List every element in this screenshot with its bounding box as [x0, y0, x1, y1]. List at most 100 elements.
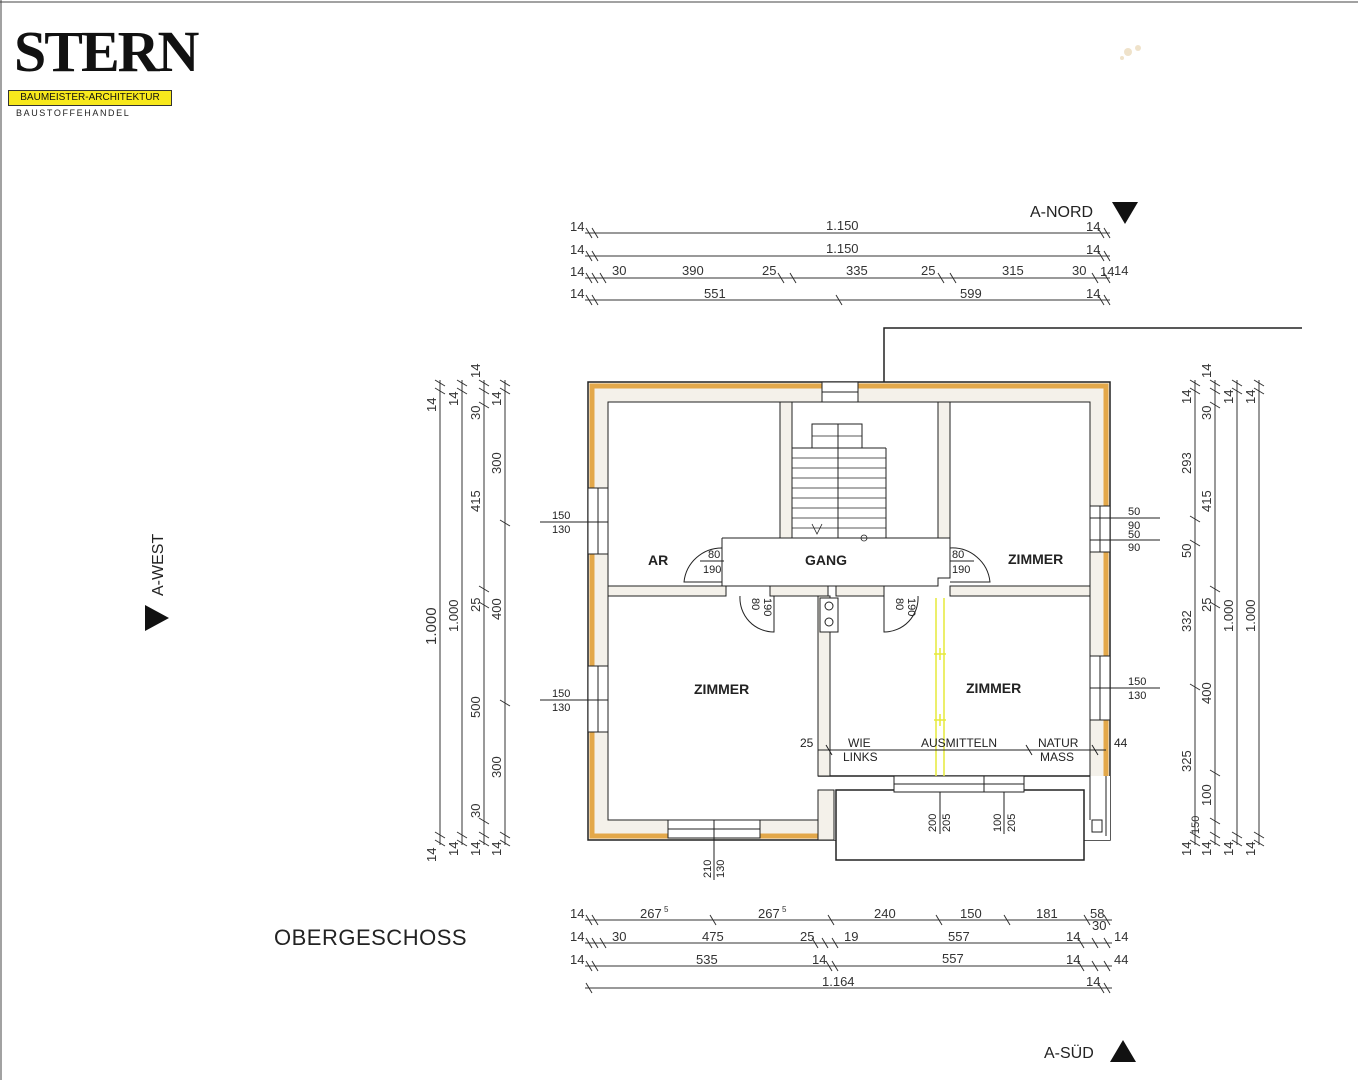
dim-top-3-i: 14 — [1100, 264, 1114, 279]
dim-top-3-c: 390 — [682, 263, 704, 278]
dimension-label: 14 — [489, 392, 504, 406]
dimension-label: 150 — [960, 906, 982, 921]
dim-top-4-d: 14 — [1086, 286, 1100, 301]
dimension-label: 400 — [1199, 682, 1214, 704]
dimension-label: 14 — [812, 952, 826, 967]
company-logo: STERN BAUMEISTER-ARCHITEKTUR BAUSTOFFEHA… — [8, 12, 199, 122]
dimension-label: 90 — [1128, 542, 1140, 554]
dimension-label: 100 — [992, 814, 1004, 832]
dim-top-1-a: 14 — [570, 219, 584, 234]
yellow-marker — [934, 598, 946, 776]
dimension-label: 14 — [446, 392, 461, 406]
dimension-label: 190 — [905, 598, 917, 616]
dimension-label: 14 — [1199, 842, 1214, 856]
chimney — [819, 597, 839, 633]
dimension-label: 100 — [1199, 784, 1214, 806]
dimension-label: 1.000 — [1243, 599, 1258, 632]
dim-top-3-f: 25 — [921, 263, 935, 278]
dim-top-1-c: 14 — [1086, 219, 1100, 234]
right-dimension-labels: 14 293 50 332 325 14 14 30 415 25 400 10… — [1179, 364, 1258, 856]
left-dimension-labels: 14 1.000 14 14 1.000 14 14 30 415 25 500… — [423, 364, 504, 862]
room-zimmer-sw: ZIMMER — [694, 681, 749, 697]
dimension-label: 400 — [489, 598, 504, 620]
west-arrow-icon — [145, 605, 169, 631]
dimension-label: 130 — [1128, 690, 1146, 702]
dimension-label: 300 — [489, 756, 504, 778]
south-arrow-icon — [1110, 1040, 1136, 1062]
dimension-label: 14 — [1221, 842, 1236, 856]
dim-top-2-b: 1.150 — [826, 241, 859, 256]
dimension-label: 325 — [1179, 750, 1194, 772]
building-outline — [587, 381, 1111, 841]
measurement-note: 25 WIE LINKS AUSMITTELN NATUR MASS 44 — [800, 736, 1128, 764]
dimension-label: 1.000 — [423, 607, 440, 645]
north-label: A-NORD — [1030, 204, 1093, 221]
dimension-label: 30 — [468, 406, 483, 420]
dimension-label: 80 — [952, 549, 964, 561]
dimension-label: 415 — [1199, 490, 1214, 512]
dimension-label: LINKS — [843, 750, 878, 764]
dim-top-2-c: 14 — [1086, 242, 1100, 257]
dimension-label: 30 — [468, 804, 483, 818]
dimension-label: 415 — [468, 490, 483, 512]
dimension-label: 14 — [1221, 390, 1236, 404]
room-ar: AR — [648, 552, 668, 568]
door-ar — [683, 547, 723, 583]
dimension-label: 14 — [424, 398, 439, 412]
stair-steps — [792, 435, 886, 542]
dimension-label: 240 — [874, 906, 896, 921]
dimension-label: 190 — [952, 564, 970, 576]
dimension-label: 475 — [702, 929, 724, 944]
dimension-label: 14 — [570, 952, 584, 967]
doors — [683, 547, 991, 633]
dimension-label: 200 — [927, 814, 939, 832]
dimension-label: 500 — [468, 696, 483, 718]
dimension-label: 300 — [489, 452, 504, 474]
dimension-label: 50 — [1128, 506, 1140, 518]
dimension-label: 205 — [941, 814, 953, 832]
dimension-label: 130 — [552, 702, 570, 714]
dimension-label: 14 — [1199, 364, 1214, 378]
room-labels: AR GANG ZIMMER ZIMMER ZIMMER — [648, 551, 1063, 697]
left-dimensions — [434, 379, 511, 847]
dimension-label: 14 — [1066, 952, 1080, 967]
dimension-label: 14 — [468, 842, 483, 856]
room-zimmer-ne: ZIMMER — [1008, 551, 1063, 567]
dimension-label: 19 — [844, 929, 858, 944]
right-dimensions — [1189, 379, 1265, 847]
door-zimmer-sw — [739, 595, 775, 633]
dimension-label: 14 — [1243, 842, 1258, 856]
dimension-label: 14 — [468, 364, 483, 378]
dim-top-4-a: 14 — [570, 286, 584, 301]
dimension-label: 14 — [1243, 390, 1258, 404]
dimension-label: 267 — [758, 906, 780, 921]
bottom-dimensions — [585, 914, 1112, 994]
scan-smudge — [1120, 45, 1141, 60]
dimension-label: 25 — [800, 929, 814, 944]
door-zimmer-ne — [949, 547, 991, 583]
dimension-label: 205 — [1006, 814, 1018, 832]
dimension-label: 25 — [468, 598, 483, 612]
dimension-label: 1.164 — [822, 974, 855, 989]
dim-top-3-d: 25 — [762, 263, 776, 278]
dimension-label: 181 — [1036, 906, 1058, 921]
dimension-label: 44 — [1114, 736, 1128, 750]
plan-title: OBERGESCHOSS — [274, 925, 468, 950]
door-zimmer-se — [883, 595, 919, 633]
dimension-label: 267 — [640, 906, 662, 921]
dimension-label: 190 — [761, 598, 773, 616]
dimension-label: 25 — [1199, 598, 1214, 612]
dimension-label: 150 — [1190, 816, 1202, 834]
dimension-label: WIE — [848, 736, 871, 750]
dimension-label: 14 — [570, 906, 584, 921]
dimension-label: 150 — [1128, 676, 1146, 688]
dimension-label: 14 — [1179, 390, 1194, 404]
dimension-label: 50 — [1128, 529, 1140, 541]
dimension-label: 80 — [749, 598, 761, 610]
south-label: A-SÜD — [1044, 1044, 1094, 1062]
dim-top-3-a: 14 — [570, 264, 584, 279]
dimension-label: 14 — [424, 848, 439, 862]
dimension-label: 58 — [1090, 906, 1104, 921]
dimension-label: 80 — [708, 549, 720, 561]
dim-top-3-j: 14 — [1114, 263, 1128, 278]
